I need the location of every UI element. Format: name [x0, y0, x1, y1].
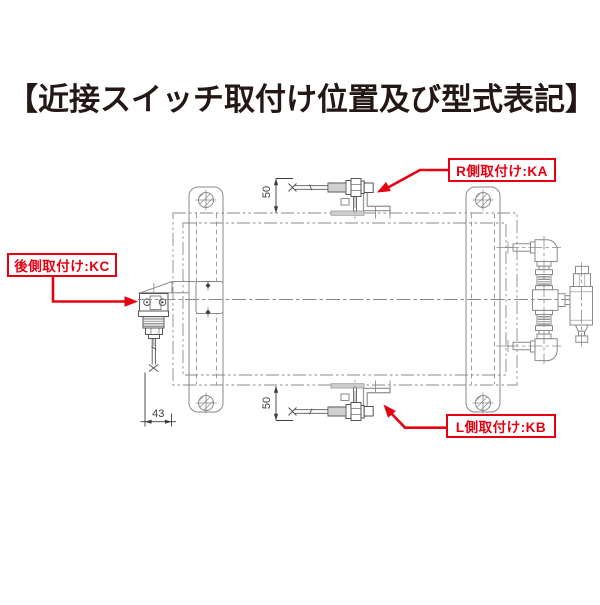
callout-arrow-kb — [383, 404, 446, 430]
proximity-switch-rear — [138, 280, 224, 427]
dimension-label-top-50: 50 — [260, 185, 273, 198]
valve-assembly — [496, 236, 593, 364]
callout-arrow-ka — [377, 168, 448, 193]
proximity-switch-top — [273, 177, 391, 223]
callout-l-side-label: L側取付け:KB — [455, 420, 547, 435]
proximity-switch-bottom — [273, 376, 391, 422]
dimension-label-rear-43: 43 — [152, 408, 165, 421]
callout-arrow-kc — [51, 277, 138, 307]
callout-l-side-mounting: L側取付け:KB — [446, 414, 556, 438]
dimension-label-bottom-50: 50 — [260, 396, 273, 409]
dimension-rear-offset — [140, 372, 176, 427]
cylinder-body-outline — [172, 212, 518, 386]
callout-r-side-mounting: R側取付け:KA — [448, 158, 556, 182]
callout-r-side-label: R側取付け:KA — [456, 164, 548, 179]
callout-rear-label: 後側取付け:KC — [14, 259, 110, 274]
page-title: 【近接スイッチ取付け位置及び型式表記】 — [7, 82, 596, 117]
callout-rear-mounting: 後側取付け:KC — [7, 253, 117, 277]
